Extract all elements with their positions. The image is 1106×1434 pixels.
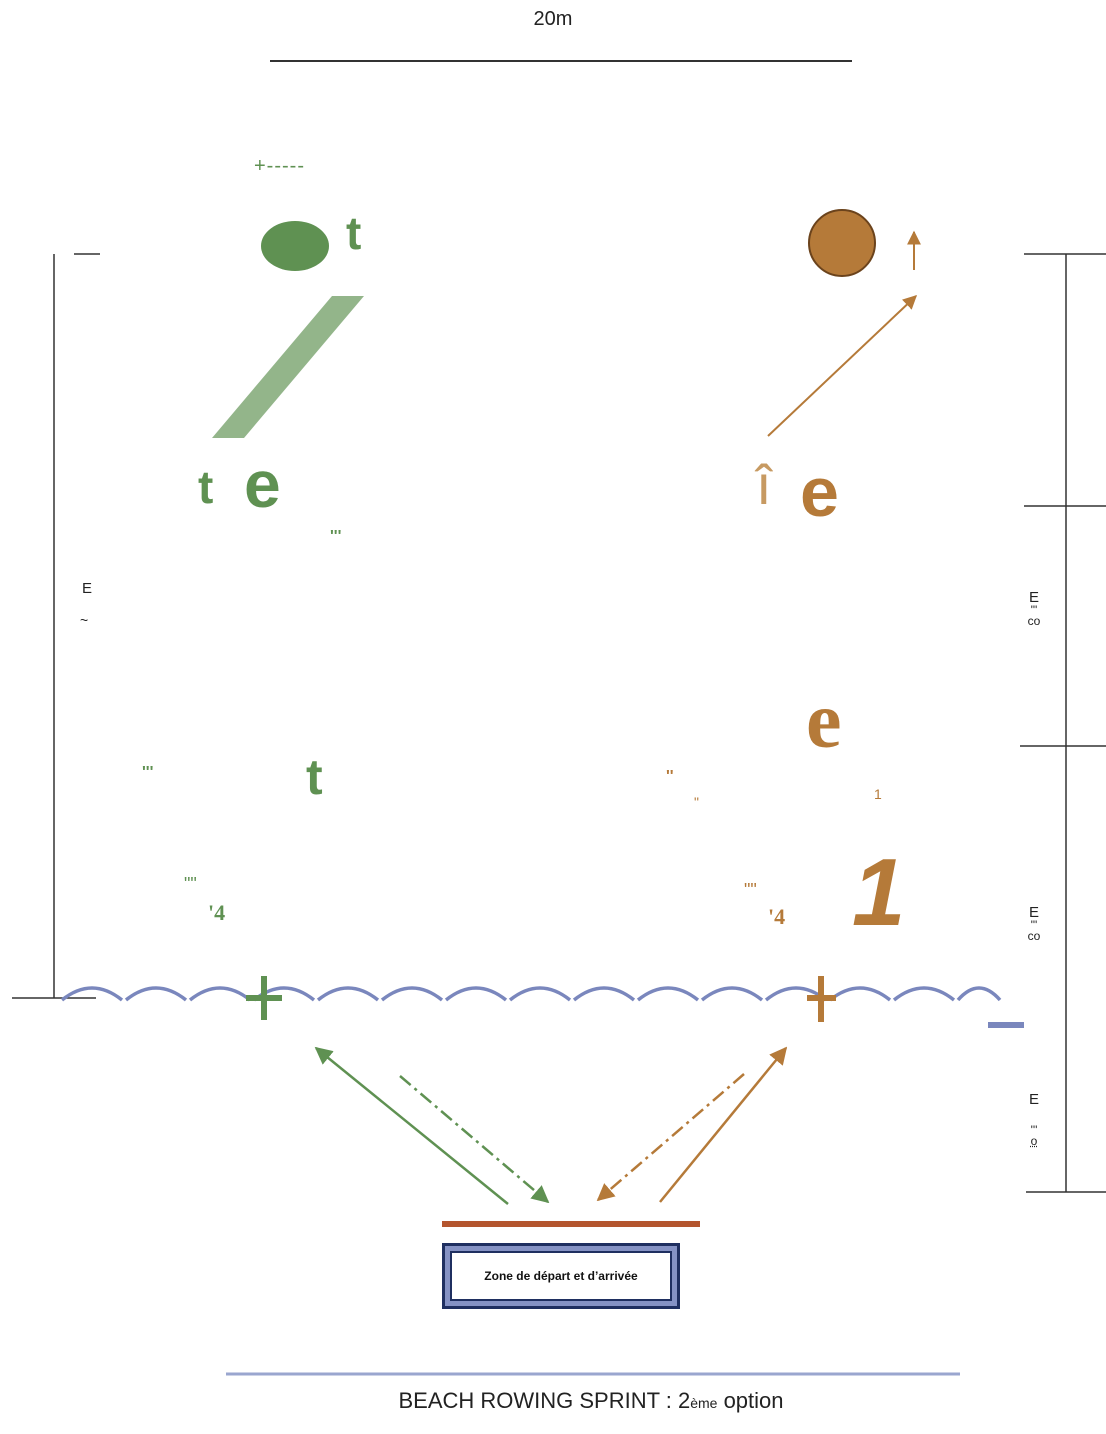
wave-arc — [892, 986, 956, 1002]
brown-glyph-one: 1 — [852, 839, 906, 946]
wave-arc — [316, 986, 380, 1002]
right-dimension-mark-1: "' — [1030, 603, 1038, 617]
right-dimension-letter-2: E — [1028, 904, 1039, 921]
green-course-band — [212, 296, 364, 438]
brown-run-out-arrow — [659, 1046, 788, 1203]
brown-mark-small-one: 1 — [874, 786, 882, 802]
shoreline-waves — [60, 986, 1002, 1002]
green-run-in-arrow — [399, 1075, 550, 1204]
right-dimension-mark-2: "' — [1030, 918, 1038, 932]
shore-marker — [988, 1022, 1024, 1028]
brown-cross-icon — [807, 976, 836, 1022]
green-glyph-t-3: t — [306, 749, 323, 805]
green-mark-quote: "" — [184, 874, 197, 894]
wave-arc — [444, 986, 508, 1002]
wave-arc — [828, 986, 892, 1002]
wave-arc — [956, 986, 1002, 1002]
right-dimension-sub-1: co — [1027, 614, 1041, 628]
brown-run-in-arrow — [596, 1073, 745, 1202]
wave-arc — [508, 986, 572, 1002]
green-run-out-arrow — [314, 1046, 509, 1205]
caption-tail: option — [717, 1388, 784, 1413]
wave-arc — [60, 986, 124, 1002]
wave-arc — [700, 986, 764, 1002]
start-finish-zone-label: Zone de départ et d’arrivée — [484, 1269, 638, 1283]
right-dimension-mark-3: ''' — [1030, 1123, 1038, 1137]
wave-arc — [636, 986, 700, 1002]
diagram-caption: BEACH ROWING SPRINT : 2ème option — [398, 1388, 783, 1414]
right-dimension-sub-3: o — [1030, 1134, 1038, 1148]
wave-arc — [188, 986, 252, 1002]
scale-label: 20m — [533, 8, 573, 30]
wave-arc — [572, 986, 636, 1002]
right-dimension-sub-2: co — [1027, 929, 1041, 943]
brown-glyph-e-2: e — [806, 677, 842, 765]
brown-glyph-e-1: e — [800, 453, 839, 531]
left-dimension-mark: ~ — [80, 612, 89, 628]
green-cross-icon — [246, 976, 282, 1020]
caption-main: BEACH ROWING SPRINT : 2 — [398, 1388, 691, 1413]
brown-mark-dots: '' — [666, 768, 674, 785]
right-dimension-letter-1: E — [1028, 589, 1039, 606]
start-finish-zone-inner: Zone de départ et d’arrivée — [450, 1251, 672, 1301]
wave-arc — [124, 986, 188, 1002]
green-mark-dots-1: ''' — [330, 528, 342, 545]
green-mark-four: '4 — [208, 900, 226, 925]
green-glyph-t-1: t — [346, 207, 362, 259]
wave-arc — [380, 986, 444, 1002]
brown-mark-quote: " — [694, 794, 699, 810]
brown-glyph-hat: î — [756, 453, 772, 516]
start-finish-zone-box: Zone de départ et d’arrivée — [442, 1243, 680, 1309]
left-dimension-label: E — [82, 580, 93, 597]
right-dimension-label-2: E "' co — [1024, 905, 1044, 942]
right-dimension-label-1: E "' co — [1024, 590, 1044, 627]
right-dimension-letter-3: E — [1028, 1091, 1039, 1108]
green-glyph-e: e — [244, 447, 281, 521]
green-arrow-text: +----- — [254, 155, 305, 177]
right-dimension-label-3: E ''' o — [1024, 1092, 1044, 1147]
brown-buoy — [808, 209, 876, 277]
green-buoy — [261, 221, 329, 271]
green-glyph-t-2: t — [198, 461, 214, 513]
green-mark-dots-2: ''' — [142, 764, 154, 781]
brown-mark-four: '4 — [768, 904, 786, 929]
caption-superscript: ème — [690, 1395, 718, 1411]
brown-diagonal-arrow — [767, 295, 918, 437]
brown-mark-quote-2: "" — [744, 880, 757, 900]
